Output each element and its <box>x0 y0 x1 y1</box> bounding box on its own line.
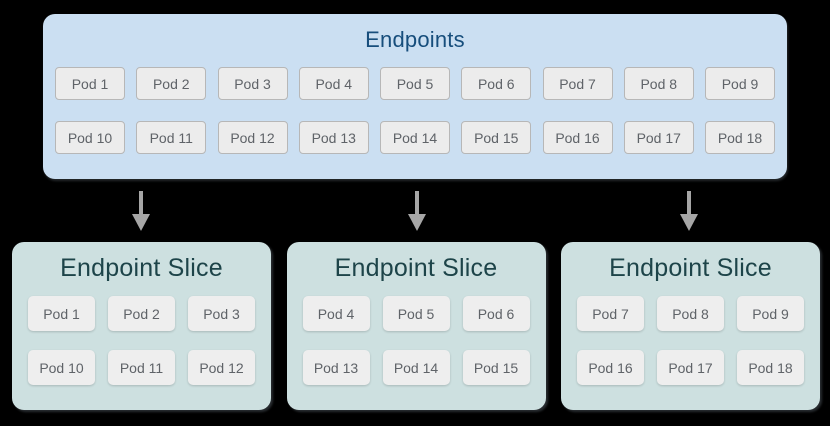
pod: Pod 3 <box>217 67 288 100</box>
pod: Pod 14 <box>382 350 450 385</box>
endpoint-slice-box-3: Endpoint Slice Pod 7 Pod 8 Pod 9 Pod 16 … <box>561 242 820 410</box>
pod: Pod 13 <box>298 121 369 154</box>
down-arrow-icon <box>130 191 152 233</box>
pod: Pod 16 <box>577 350 644 385</box>
pod: Pod 18 <box>705 121 775 154</box>
pod: Pod 9 <box>705 67 775 100</box>
arrow-head <box>408 214 426 231</box>
down-arrow-icon <box>678 191 700 233</box>
pod: Pod 4 <box>302 296 370 331</box>
pod: Pod 8 <box>623 67 694 100</box>
endpoint-slice-title: Endpoint Slice <box>609 254 772 282</box>
pod: Pod 1 <box>28 296 95 331</box>
endpoint-slice-title: Endpoint Slice <box>334 254 498 282</box>
arrow-head <box>680 214 698 231</box>
slice-pod-row-1: Pod 7 Pod 8 Pod 9 <box>577 296 804 331</box>
pod: Pod 12 <box>217 121 288 154</box>
pod: Pod 5 <box>382 296 450 331</box>
endpoints-pod-row-2: Pod 10 Pod 11 Pod 12 Pod 13 Pod 14 Pod 1… <box>55 121 775 154</box>
pod: Pod 18 <box>737 350 804 385</box>
slice-pod-row-2: Pod 10 Pod 11 Pod 12 <box>28 350 255 385</box>
pod: Pod 13 <box>302 350 370 385</box>
arrow-head <box>132 214 150 231</box>
arrow-stem <box>687 191 691 214</box>
slice-pod-grid: Pod 1 Pod 2 Pod 3 Pod 10 Pod 11 Pod 12 <box>12 296 271 385</box>
pod: Pod 7 <box>577 296 644 331</box>
endpoint-slice-title: Endpoint Slice <box>60 254 223 282</box>
pod: Pod 8 <box>657 296 724 331</box>
pod: Pod 11 <box>108 350 175 385</box>
down-arrow-icon <box>406 191 428 233</box>
endpoints-pod-grid: Pod 1 Pod 2 Pod 3 Pod 4 Pod 5 Pod 6 Pod … <box>43 67 787 154</box>
pod: Pod 2 <box>108 296 175 331</box>
slice-pod-row-1: Pod 4 Pod 5 Pod 6 <box>302 296 530 331</box>
slice-pod-grid: Pod 4 Pod 5 Pod 6 Pod 13 Pod 14 Pod 15 <box>287 296 546 385</box>
pod: Pod 7 <box>542 67 613 100</box>
endpoints-pod-row-1: Pod 1 Pod 2 Pod 3 Pod 4 Pod 5 Pod 6 Pod … <box>55 67 775 100</box>
endpoint-slice-box-1: Endpoint Slice Pod 1 Pod 2 Pod 3 Pod 10 … <box>12 242 271 410</box>
endpoints-title: Endpoints <box>365 27 465 52</box>
arrow-stem <box>139 191 143 214</box>
endpoint-slice-box-2: Endpoint Slice Pod 4 Pod 5 Pod 6 Pod 13 … <box>286 242 546 410</box>
pod: Pod 15 <box>462 350 530 385</box>
pod: Pod 4 <box>298 67 369 100</box>
pod: Pod 2 <box>136 67 207 100</box>
pod: Pod 1 <box>55 67 125 100</box>
slice-pod-row-2: Pod 16 Pod 17 Pod 18 <box>577 350 804 385</box>
pod: Pod 11 <box>136 121 207 154</box>
pod: Pod 16 <box>542 121 613 154</box>
pod: Pod 5 <box>380 67 450 100</box>
endpoint-slices-row: Endpoint Slice Pod 1 Pod 2 Pod 3 Pod 10 … <box>12 242 820 410</box>
endpoints-box: Endpoints Pod 1 Pod 2 Pod 3 Pod 4 Pod 5 … <box>43 14 787 179</box>
pod: Pod 9 <box>737 296 804 331</box>
arrow-stem <box>415 191 419 214</box>
pod: Pod 14 <box>380 121 450 154</box>
pod: Pod 17 <box>657 350 724 385</box>
pod: Pod 3 <box>188 296 255 331</box>
pod: Pod 12 <box>188 350 255 385</box>
pod: Pod 10 <box>55 121 125 154</box>
slice-pod-grid: Pod 7 Pod 8 Pod 9 Pod 16 Pod 17 Pod 18 <box>561 296 820 385</box>
pod: Pod 15 <box>461 121 532 154</box>
pod: Pod 6 <box>462 296 530 331</box>
slice-pod-row-2: Pod 13 Pod 14 Pod 15 <box>302 350 530 385</box>
pod: Pod 17 <box>623 121 694 154</box>
slice-pod-row-1: Pod 1 Pod 2 Pod 3 <box>28 296 255 331</box>
pod: Pod 6 <box>461 67 532 100</box>
pod: Pod 10 <box>28 350 95 385</box>
